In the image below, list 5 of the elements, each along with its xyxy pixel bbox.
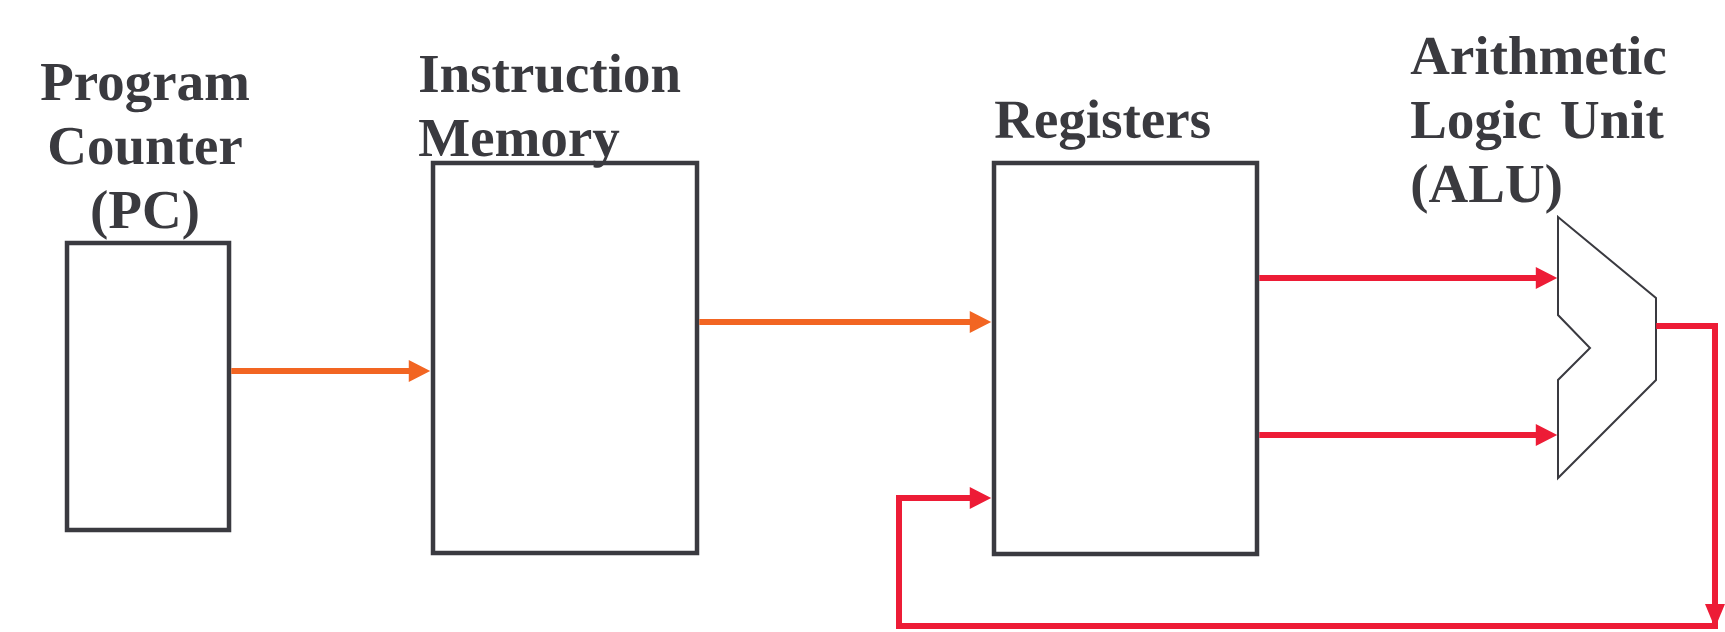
box-title: Program Counter (PC) (41, 64, 249, 240)
box-title: Instruction Memory (419, 53, 681, 168)
box-title: Arithmetic Logic Unit (ALU) (1410, 35, 1666, 214)
arrow (896, 323, 1725, 629)
box-title: Registers (995, 99, 1210, 150)
